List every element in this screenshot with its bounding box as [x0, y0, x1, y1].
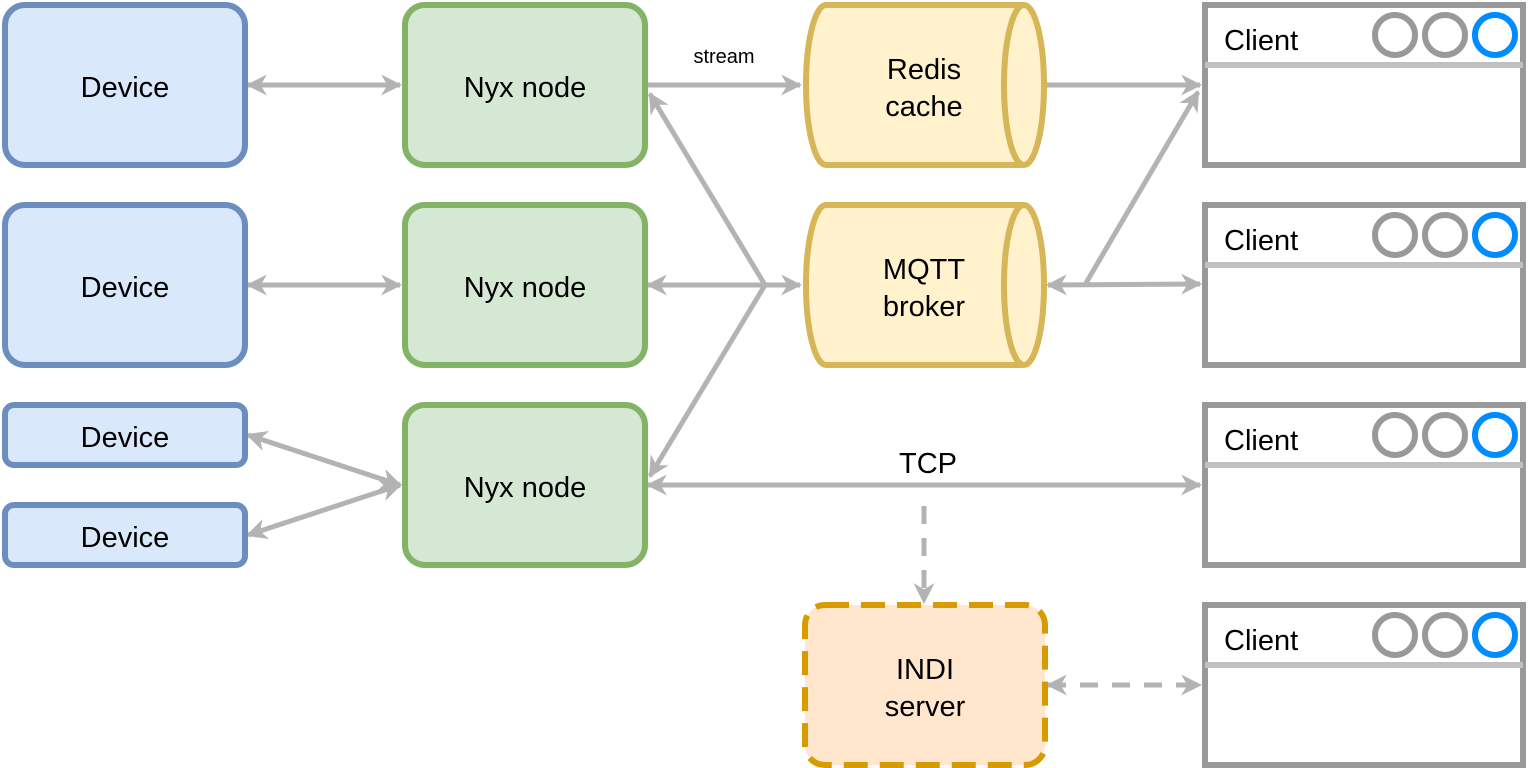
window-control-icon — [1422, 612, 1468, 658]
client-window-1: Client — [1202, 2, 1526, 168]
device-3: Device — [2, 402, 248, 468]
mqtt-label-line1: MQTT — [883, 254, 965, 286]
client-window-4: Client — [1202, 602, 1526, 768]
window-control-icon — [1422, 212, 1468, 258]
edge-node3-mqtt — [647, 283, 768, 478]
nyx-node-label: Nyx node — [464, 472, 587, 504]
device-1: Device — [2, 2, 248, 168]
client-title: Client — [1224, 625, 1298, 657]
device-label: Device — [81, 72, 170, 104]
nyx-node-label: Nyx node — [464, 72, 587, 104]
nyx-node-3: Nyx node — [402, 402, 648, 568]
window-control-icon — [1472, 412, 1518, 458]
redis-cache: Redis cache — [803, 2, 1047, 168]
nyx-node-1: Nyx node — [402, 2, 648, 168]
edges — [245, 74, 1203, 696]
client-title: Client — [1224, 425, 1298, 457]
edge-node1-mqtt — [647, 92, 768, 287]
window-control-icon — [1372, 212, 1418, 258]
device-2: Device — [2, 202, 248, 368]
tcp-label: TCP — [899, 448, 957, 480]
window-control-icon — [1472, 212, 1518, 258]
mqtt-broker: MQTT broker — [803, 202, 1047, 368]
window-control-icon — [1372, 12, 1418, 58]
device-4: Device — [2, 502, 248, 568]
client-window-2: Client — [1202, 202, 1526, 368]
indi-label-line1: INDI — [896, 654, 954, 686]
client-title: Client — [1224, 25, 1298, 57]
nyx-node-label: Nyx node — [464, 272, 587, 304]
mqtt-label-line2: broker — [883, 291, 966, 323]
edge-mqtt-client1 — [1083, 90, 1201, 285]
edge-mqtt-client2 — [1045, 273, 1203, 296]
window-control-icon — [1372, 612, 1418, 658]
edge-device3-node3 — [246, 430, 402, 490]
indi-label-line2: server — [885, 691, 966, 723]
device-label: Device — [81, 522, 170, 554]
window-control-icon — [1422, 12, 1468, 58]
window-control-icon — [1372, 412, 1418, 458]
client-title: Client — [1224, 225, 1298, 257]
client-window-3: Client — [1202, 402, 1526, 568]
window-control-icon — [1472, 612, 1518, 658]
nyx-node-2: Nyx node — [402, 202, 648, 368]
window-control-icon — [1422, 412, 1468, 458]
stream-label: stream — [693, 46, 754, 68]
redis-label-line1: Redis — [887, 54, 961, 86]
indi-server: INDI server — [802, 602, 1048, 768]
redis-label-line2: cache — [885, 91, 962, 123]
device-label: Device — [81, 422, 170, 454]
edge-device4-node3 — [246, 480, 402, 540]
window-control-icon — [1472, 12, 1518, 58]
device-label: Device — [81, 272, 170, 304]
